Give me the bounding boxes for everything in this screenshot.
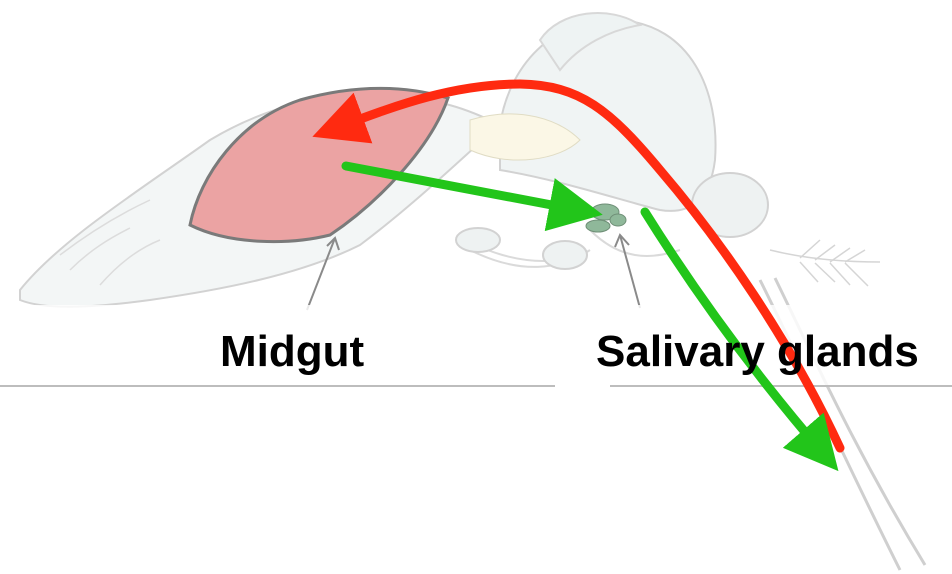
leg-joint-1 [456, 228, 500, 252]
antenna-outline [770, 240, 880, 286]
midgut-label: Midgut [220, 330, 364, 374]
gland-pointer [620, 235, 640, 308]
mosquito-body [20, 13, 925, 570]
salivary-gland-shape [586, 204, 626, 232]
leg-joint-2 [543, 241, 587, 269]
midgut-shape [190, 88, 448, 241]
salivary-glands-label: Salivary glands [596, 330, 919, 374]
